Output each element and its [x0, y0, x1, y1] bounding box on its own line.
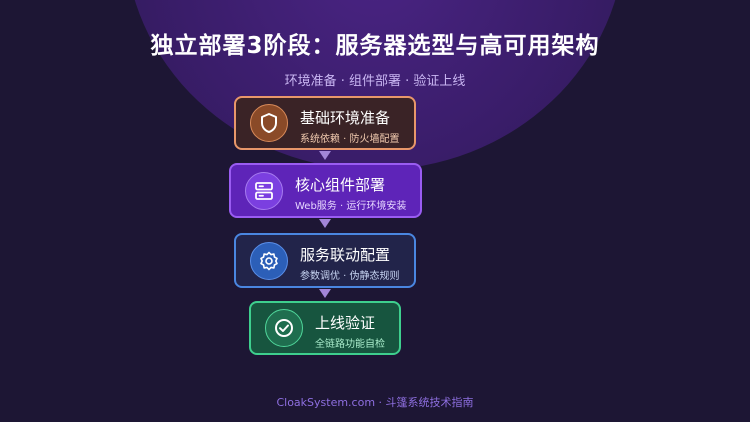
- flow-arrow: [319, 151, 331, 160]
- step-core-components: 核心组件部署 Web服务 · 运行环境安装: [229, 163, 422, 218]
- step-title: 核心组件部署: [295, 176, 386, 194]
- page-title: 独立部署3阶段：服务器选型与高可用架构: [150, 33, 600, 59]
- step-service-integration: 服务联动配置 参数调优 · 伪静态规则: [234, 233, 416, 288]
- flow-arrow: [319, 289, 331, 298]
- step-title: 基础环境准备: [300, 109, 391, 127]
- check-circle-icon: [265, 309, 303, 347]
- step-description: Web服务 · 运行环境安装: [295, 201, 407, 212]
- step-title: 服务联动配置: [300, 246, 391, 264]
- footer-credit: CloakSystem.com · 斗篷系统技术指南: [276, 396, 474, 409]
- step-description: 参数调优 · 伪静态规则: [300, 271, 400, 282]
- flow-arrow: [319, 219, 331, 228]
- step-title: 上线验证: [315, 314, 376, 332]
- gear-icon: [250, 241, 288, 280]
- step-environment-prep: 基础环境准备 系统依赖 · 防火墙配置: [234, 96, 416, 150]
- step-launch-verification: 上线验证 全链路功能自检: [249, 301, 401, 355]
- page-subtitle: 环境准备 · 组件部署 · 验证上线: [284, 74, 466, 89]
- step-description: 全链路功能自检: [315, 339, 385, 350]
- shield-icon: [250, 104, 288, 142]
- server-icon: [245, 171, 283, 210]
- step-description: 系统依赖 · 防火墙配置: [300, 134, 400, 145]
